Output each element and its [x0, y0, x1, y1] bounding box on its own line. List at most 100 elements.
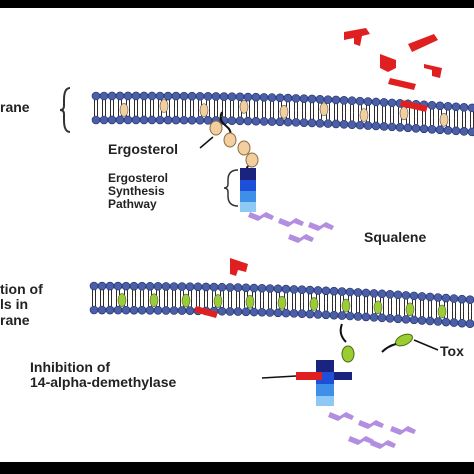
- ergosterol-pointer: [199, 136, 214, 149]
- membrane-sterol: [439, 113, 449, 127]
- lipid-head: [113, 281, 123, 291]
- membrane-sterol: [149, 293, 159, 308]
- lipid-head: [137, 305, 147, 315]
- lipid-head: [401, 315, 411, 324]
- lipid-head: [467, 103, 474, 113]
- lipid-head: [401, 291, 411, 300]
- lipid-head: [353, 288, 363, 297]
- lipid-head: [243, 92, 253, 102]
- lipid-head: [201, 282, 211, 292]
- membrane-sterol: [309, 297, 319, 311]
- lipid-head: [379, 98, 389, 107]
- lipid-head: [321, 286, 331, 296]
- lipid-head: [417, 292, 427, 301]
- lipid-head: [169, 282, 179, 291]
- lipid-head: [265, 284, 275, 293]
- squalene-molecule-icon: [248, 212, 334, 243]
- lipid-head: [377, 313, 387, 323]
- lipid-head: [371, 97, 381, 107]
- lipid-head: [155, 91, 165, 101]
- lipid-head: [89, 305, 99, 315]
- lipid-head: [235, 92, 245, 102]
- lipid-head: [99, 91, 109, 101]
- membrane-sterol: [117, 293, 127, 307]
- membrane-sterol: [277, 295, 287, 310]
- lipid-head: [291, 118, 301, 127]
- membrane-sterol: [279, 105, 289, 119]
- lipid-head: [227, 92, 237, 101]
- lipid-head: [275, 117, 285, 127]
- lipid-head: [427, 100, 437, 110]
- lipid-head: [313, 286, 323, 295]
- lipid-head: [121, 281, 131, 291]
- lipid-head: [339, 96, 349, 105]
- lipid-head: [161, 306, 171, 315]
- lipid-head: [459, 127, 469, 136]
- lipid-head: [123, 91, 133, 101]
- lipid-head: [465, 295, 474, 305]
- lipid-head: [409, 291, 419, 301]
- lipid-head: [363, 97, 373, 106]
- lipid-head: [329, 286, 339, 296]
- toxic-label: Tox: [440, 343, 464, 359]
- lipid-head: [91, 115, 101, 125]
- accumulation-label: tion of ls in rane: [0, 281, 43, 328]
- lipid-head: [307, 118, 317, 128]
- enzyme-stack-icon: [240, 168, 256, 212]
- lipid-head: [145, 305, 155, 315]
- lipid-head: [233, 283, 243, 292]
- enzyme-stack-icon: [296, 360, 352, 406]
- lipid-head: [315, 118, 325, 128]
- lipid-head: [379, 122, 389, 131]
- lipid-head: [435, 101, 445, 111]
- lipid-head: [337, 311, 347, 320]
- lipid-head: [235, 116, 245, 126]
- lipid-head: [195, 91, 205, 101]
- diagram-art: [59, 28, 474, 449]
- lipid-head: [435, 125, 445, 135]
- lipid-head: [145, 281, 155, 291]
- squalene-molecule-icon: [328, 412, 416, 449]
- lipid-head: [337, 287, 347, 296]
- lipid-head: [211, 92, 221, 101]
- lipid-head: [249, 307, 259, 317]
- lipid-head: [425, 292, 435, 302]
- membrane-sterol: [405, 302, 415, 317]
- lipid-head: [419, 124, 429, 134]
- lipid-head: [371, 121, 381, 131]
- lipid-head: [105, 305, 115, 315]
- lipid-head: [427, 124, 437, 134]
- lipid-head: [443, 126, 453, 135]
- lipid-head: [177, 282, 187, 291]
- lipid-head: [449, 318, 459, 327]
- membrane-sterol: [119, 103, 129, 117]
- lipid-head: [179, 115, 189, 125]
- lipid-head: [147, 115, 157, 125]
- lipid-head: [123, 115, 133, 125]
- lipid-head: [297, 309, 307, 319]
- lipid-head: [321, 310, 331, 320]
- lipid-head: [203, 92, 213, 101]
- lipid-head: [387, 98, 397, 108]
- lipid-head: [97, 281, 107, 291]
- lipid-head: [195, 115, 205, 125]
- lipid-head: [259, 93, 269, 102]
- lipid-head: [385, 314, 395, 323]
- lipid-head: [219, 92, 229, 101]
- pathway-label-line2: Synthesis: [108, 184, 165, 199]
- lipid-head: [107, 91, 117, 101]
- lipid-head: [281, 308, 291, 318]
- membrane-top: [91, 91, 474, 137]
- lipid-head: [355, 120, 365, 130]
- lipid-head: [305, 285, 315, 295]
- membrane-sterol: [399, 106, 409, 121]
- lipid-head: [241, 283, 251, 293]
- lipid-head: [161, 282, 171, 291]
- lipid-head: [299, 94, 309, 103]
- lipid-head: [153, 282, 163, 291]
- membrane-sterol: [181, 293, 191, 308]
- inhibition-pointer: [261, 375, 297, 379]
- lipid-head: [105, 281, 115, 291]
- lipid-head: [433, 293, 443, 302]
